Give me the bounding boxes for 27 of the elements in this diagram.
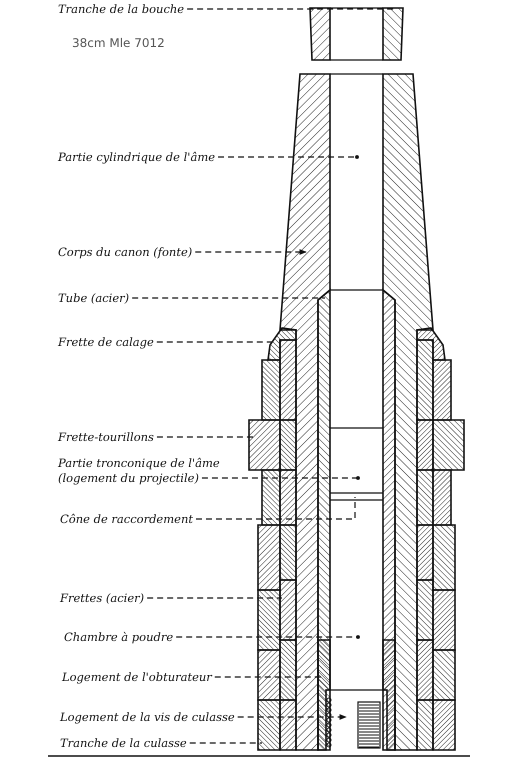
handwritten-note: 38cm Mle 7012 — [72, 36, 165, 50]
leader-line — [147, 597, 282, 599]
leader-line — [214, 676, 322, 678]
part-label: Tranche de la bouche — [58, 2, 184, 17]
leader-line — [176, 635, 360, 639]
leader-line — [218, 155, 359, 159]
leader-line — [187, 8, 395, 10]
part-label: Chambre à poudre — [64, 630, 174, 645]
part-label: Frettes (acier) — [60, 591, 144, 606]
leader-line — [190, 742, 262, 744]
leader-line — [202, 476, 360, 480]
part-label: Frette-tourillons — [58, 430, 154, 445]
leader-line — [195, 249, 307, 255]
part-label: Partie tronconique de l'âme (logement du projectile) — [58, 456, 248, 486]
part-label: Logement de l'obturateur — [62, 670, 212, 685]
part-label: Tube (acier) — [58, 291, 130, 306]
part-label: Corps du canon (fonte) — [58, 245, 192, 260]
part-label: Logement de la vis de culasse — [60, 710, 235, 725]
leader-line — [156, 341, 272, 343]
leader-line — [238, 714, 347, 720]
part-label: Tranche de la culasse — [60, 736, 187, 751]
part-label: Frette de calage — [58, 335, 154, 350]
part-label: Cône de raccordement — [60, 512, 193, 527]
part-label: Partie cylindrique de l'âme — [58, 150, 216, 165]
leader-line — [156, 436, 256, 438]
leader-line — [132, 297, 325, 299]
leader-line — [196, 497, 356, 520]
